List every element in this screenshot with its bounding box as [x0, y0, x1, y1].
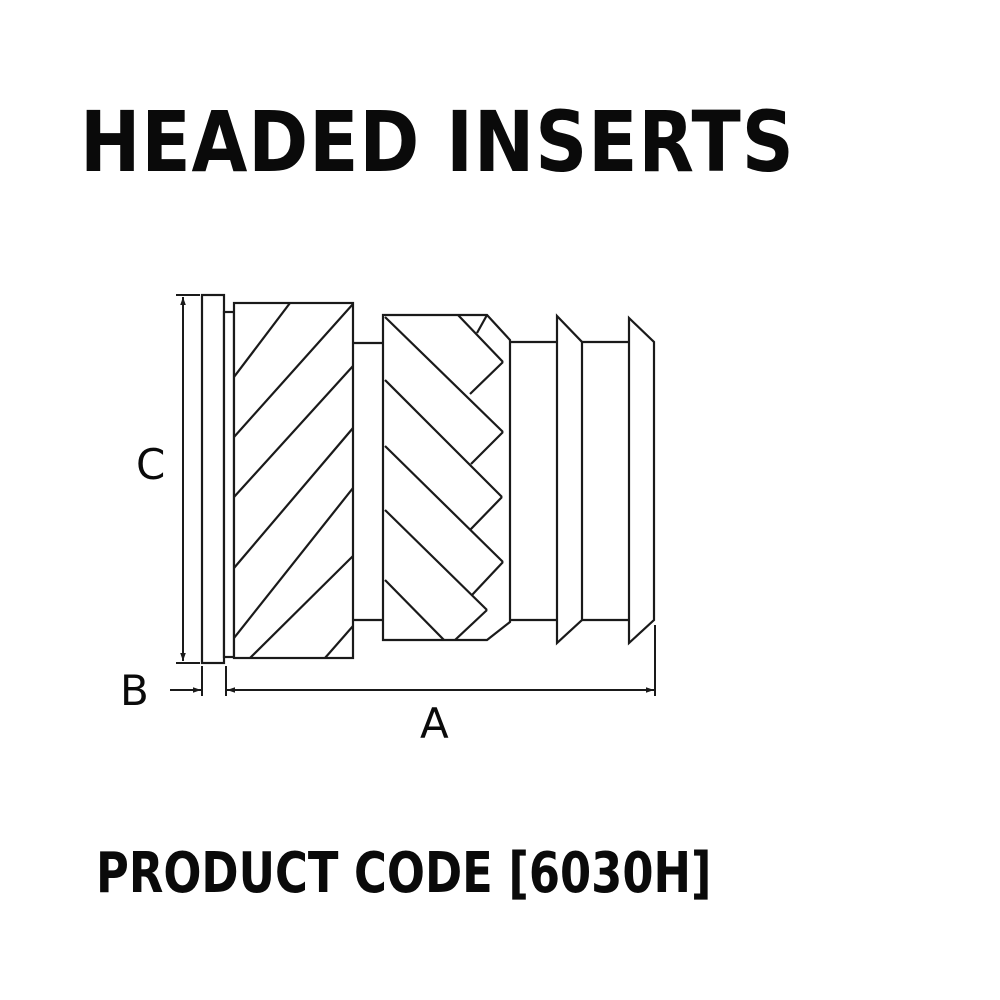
dimension-label-c: C [136, 440, 165, 489]
page-title: HEADED INSERTS [80, 93, 795, 191]
dimension-a [227, 625, 656, 696]
head-collar [222, 310, 236, 659]
product-code-label: PRODUCT CODE [6030H] [96, 841, 712, 906]
dimension-label-b: B [120, 666, 149, 715]
dimension-b [170, 666, 227, 696]
shank-2 [582, 340, 629, 622]
dimension-c [176, 294, 200, 664]
shank-1 [510, 340, 557, 622]
head-flange [200, 293, 226, 665]
barb-2 [627, 315, 656, 646]
knurl-band-1 [232, 301, 355, 660]
neck [353, 341, 383, 622]
knurl-band-2 [381, 313, 512, 642]
barb-1 [555, 313, 584, 646]
dimension-label-a: A [420, 699, 449, 748]
